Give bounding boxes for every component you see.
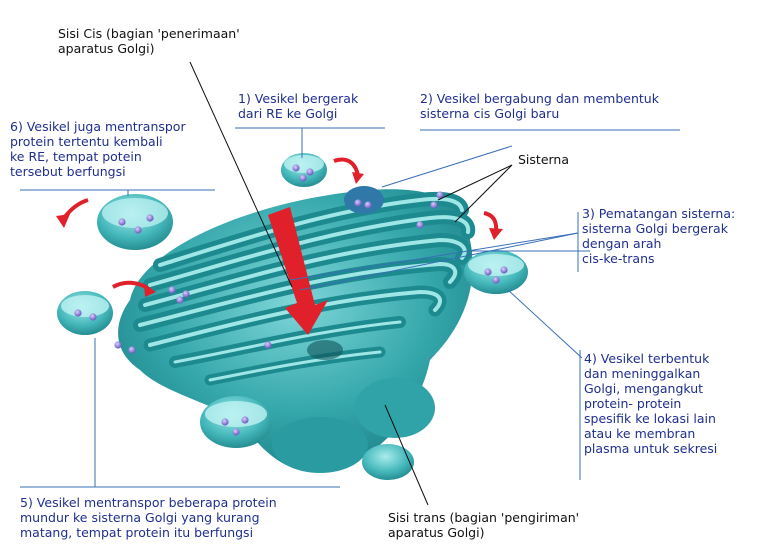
cargo-dot [241, 416, 249, 424]
vesicle-left [57, 291, 113, 335]
label-trans-face: Sisi trans (bagian 'pengiriman' aparatus… [388, 510, 580, 540]
label-step-2: 2) Vesikel bergabung dan membentuk siste… [420, 91, 659, 121]
cargo-dot [416, 221, 424, 229]
label-sisterna: Sisterna [518, 152, 570, 167]
vesicle-er-to-golgi [281, 153, 327, 187]
cis-to-trans-arrow [268, 207, 328, 335]
label-step-3: 3) Pematangan sisterna: sisterna Golgi b… [582, 206, 736, 266]
cisternae-stack [133, 191, 476, 386]
cargo-dot [500, 266, 508, 274]
cargo-dot [264, 341, 272, 349]
cargo-dot [114, 341, 122, 349]
cargo-dot [364, 201, 372, 209]
vesicle-right [464, 250, 528, 294]
cargo-dot [118, 218, 126, 226]
cargo-dot [146, 214, 154, 222]
vesicle-retrograde-top [97, 194, 173, 250]
label-step-6: 6) Vesikel juga mentranspor protein tert… [10, 119, 186, 179]
vesicle-fusing [344, 186, 384, 214]
vesicle-bottom-left [200, 396, 272, 448]
cargo-dot [128, 346, 136, 354]
cargo-dot [168, 286, 176, 294]
golgi-body [118, 189, 473, 480]
cargo-dot [232, 428, 240, 436]
cargo-dot [484, 268, 492, 276]
label-cis-face: Sisi Cis (bagian 'penerimaan' aparatus G… [58, 26, 240, 56]
cargo-dot [354, 199, 362, 207]
cargo-dot [436, 191, 444, 199]
cargo-dot [492, 276, 500, 284]
cargo-dot [221, 418, 229, 426]
cargo-dot [89, 313, 97, 321]
cargo-dot [134, 226, 142, 234]
movement-arrows [56, 157, 503, 335]
cargo-dot [74, 309, 82, 317]
cargo-dot [430, 201, 438, 209]
cargo-proteins [74, 164, 508, 436]
label-step-4: 4) Vesikel terbentuk dan meninggalkan Go… [584, 351, 718, 456]
leader-lines [20, 61, 680, 506]
cargo-dot [299, 174, 307, 182]
cargo-dot [306, 168, 314, 176]
label-step-1: 1) Vesikel bergerak dari RE ke Golgi [238, 91, 359, 121]
cargo-dot [182, 290, 190, 298]
cargo-dot [176, 296, 184, 304]
label-step-5: 5) Vesikel mentranspor beberapa protein … [20, 495, 277, 540]
cargo-dot [292, 164, 300, 172]
